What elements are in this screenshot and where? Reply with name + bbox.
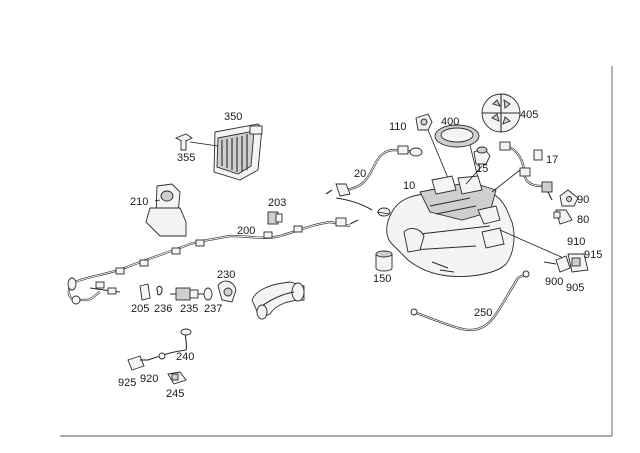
part-250-strap[interactable] <box>410 270 530 332</box>
callout-80: 80 <box>577 214 589 226</box>
callout-915: 915 <box>584 249 602 261</box>
part-236[interactable] <box>156 285 163 296</box>
callout-400: 400 <box>441 116 459 128</box>
callout-905: 905 <box>566 282 584 294</box>
part-80[interactable] <box>553 209 573 225</box>
part-920-925[interactable] <box>127 355 148 371</box>
part-235[interactable] <box>170 287 204 301</box>
part-245[interactable] <box>167 371 187 385</box>
part-150[interactable] <box>375 250 393 272</box>
part-20-line[interactable] <box>325 145 423 217</box>
callout-925: 925 <box>118 377 136 389</box>
callout-200: 200 <box>237 225 255 237</box>
part-405-label[interactable] <box>481 93 521 133</box>
part-90[interactable] <box>559 189 579 207</box>
callout-240: 240 <box>176 351 194 363</box>
callout-355: 355 <box>177 152 195 164</box>
part-910-915-connector[interactable] <box>499 229 589 273</box>
callout-110: 110 <box>389 121 407 133</box>
part-210-bracket[interactable] <box>145 183 187 237</box>
part-15-cap[interactable] <box>465 146 491 185</box>
callout-900: 900 <box>545 276 563 288</box>
part-230[interactable] <box>217 280 237 303</box>
part-200-wiring-harness[interactable] <box>229 217 359 239</box>
part-205[interactable] <box>139 283 151 301</box>
callout-350: 350 <box>224 111 242 123</box>
callout-10: 10 <box>403 180 415 192</box>
callout-230: 230 <box>217 269 235 281</box>
part-hose[interactable] <box>251 281 305 320</box>
part-400-ring[interactable] <box>434 124 480 179</box>
callout-910: 910 <box>567 236 585 248</box>
callout-235: 235 <box>180 303 198 315</box>
callout-245: 245 <box>166 388 184 400</box>
callout-203: 203 <box>268 197 286 209</box>
callout-236: 236 <box>154 303 172 315</box>
part-110[interactable] <box>415 113 449 179</box>
part-355-bolt[interactable] <box>174 133 219 151</box>
callout-920: 920 <box>140 373 158 385</box>
callout-205: 205 <box>131 303 149 315</box>
part-10-fuel-tank[interactable] <box>386 175 515 277</box>
callout-237: 237 <box>204 303 222 315</box>
part-350-control-unit[interactable] <box>213 123 263 181</box>
callout-405: 405 <box>520 109 538 121</box>
callout-210: 210 <box>130 196 148 208</box>
part-237[interactable] <box>203 287 213 301</box>
part-240[interactable] <box>147 328 192 361</box>
part-17-harness[interactable] <box>491 141 553 201</box>
part-203-clip[interactable] <box>267 211 283 225</box>
part-900-905[interactable] <box>543 255 571 273</box>
part-wiring-harness-left[interactable] <box>67 234 231 305</box>
callout-15: 15 <box>476 163 488 175</box>
callout-150: 150 <box>373 273 391 285</box>
callout-90: 90 <box>577 194 589 206</box>
callout-17: 17 <box>546 154 558 166</box>
callout-20: 20 <box>354 168 366 180</box>
callout-250: 250 <box>474 307 492 319</box>
